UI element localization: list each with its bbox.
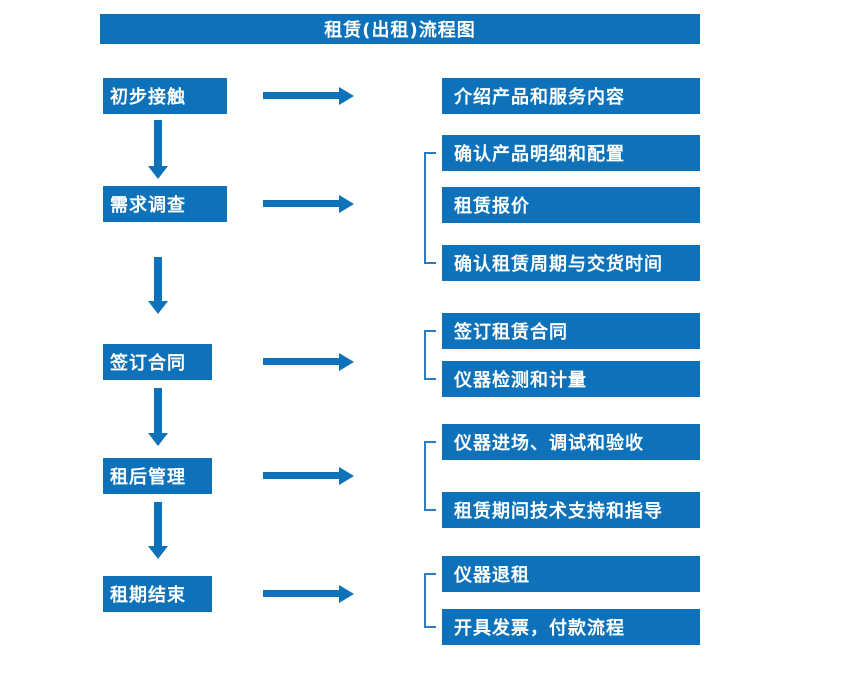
detail-box-3a: 签订租赁合同 [442,313,700,349]
group-bracket-2 [424,152,436,264]
group-bracket-3 [424,330,436,380]
step-box-3: 签订合同 [103,344,212,380]
down-arrow-shaft-2 [154,257,162,301]
right-arrow-head-5 [339,585,354,603]
down-arrow-head-1 [148,166,168,179]
detail-label-2b: 租赁报价 [454,196,530,217]
step-box-4: 租后管理 [103,458,212,494]
right-arrow-head-2 [339,195,354,213]
step-label-2: 需求调查 [110,195,186,216]
detail-label-5b: 开具发票，付款流程 [454,618,625,639]
detail-label-3b: 仪器检测和计量 [454,370,587,391]
down-arrow-head-3 [148,433,168,446]
down-arrow-head-2 [148,301,168,314]
step-label-3: 签订合同 [110,353,186,374]
step-box-5: 租期结束 [103,576,212,612]
right-arrow-shaft-3 [263,358,339,365]
step-box-1: 初步接触 [103,78,227,114]
step-label-4: 租后管理 [110,467,186,488]
group-bracket-4 [424,441,436,511]
detail-label-4a: 仪器进场、调试和验收 [454,433,644,454]
right-arrow-shaft-2 [263,200,339,207]
down-arrow-shaft-4 [154,502,162,546]
detail-box-5a: 仪器退租 [442,556,700,592]
right-arrow-head-4 [339,467,354,485]
right-arrow-shaft-5 [263,590,339,597]
detail-box-1a: 介绍产品和服务内容 [442,78,700,114]
detail-box-2a: 确认产品明细和配置 [442,135,700,171]
detail-box-4b: 租赁期间技术支持和指导 [442,492,700,528]
detail-box-3b: 仪器检测和计量 [442,361,700,397]
chart-title: 租赁(出租)流程图 [100,14,700,44]
detail-label-2c: 确认租赁周期与交货时间 [454,254,663,275]
step-label-1: 初步接触 [110,87,186,108]
detail-box-4a: 仪器进场、调试和验收 [442,424,700,460]
detail-label-3a: 签订租赁合同 [454,322,568,343]
detail-box-2c: 确认租赁周期与交货时间 [442,245,700,281]
right-arrow-head-3 [339,353,354,371]
detail-label-5a: 仪器退租 [454,565,530,586]
right-arrow-shaft-1 [263,92,339,99]
down-arrow-shaft-1 [154,120,162,166]
detail-label-1a: 介绍产品和服务内容 [454,87,625,108]
detail-label-4b: 租赁期间技术支持和指导 [454,501,663,522]
down-arrow-shaft-3 [154,388,162,433]
detail-box-5b: 开具发票，付款流程 [442,609,700,645]
down-arrow-head-4 [148,546,168,559]
step-label-5: 租期结束 [110,585,186,606]
right-arrow-head-1 [339,87,354,105]
group-bracket-5 [424,573,436,628]
step-box-2: 需求调查 [103,186,227,222]
right-arrow-shaft-4 [263,472,339,479]
detail-box-2b: 租赁报价 [442,187,700,223]
detail-label-2a: 确认产品明细和配置 [454,144,625,165]
